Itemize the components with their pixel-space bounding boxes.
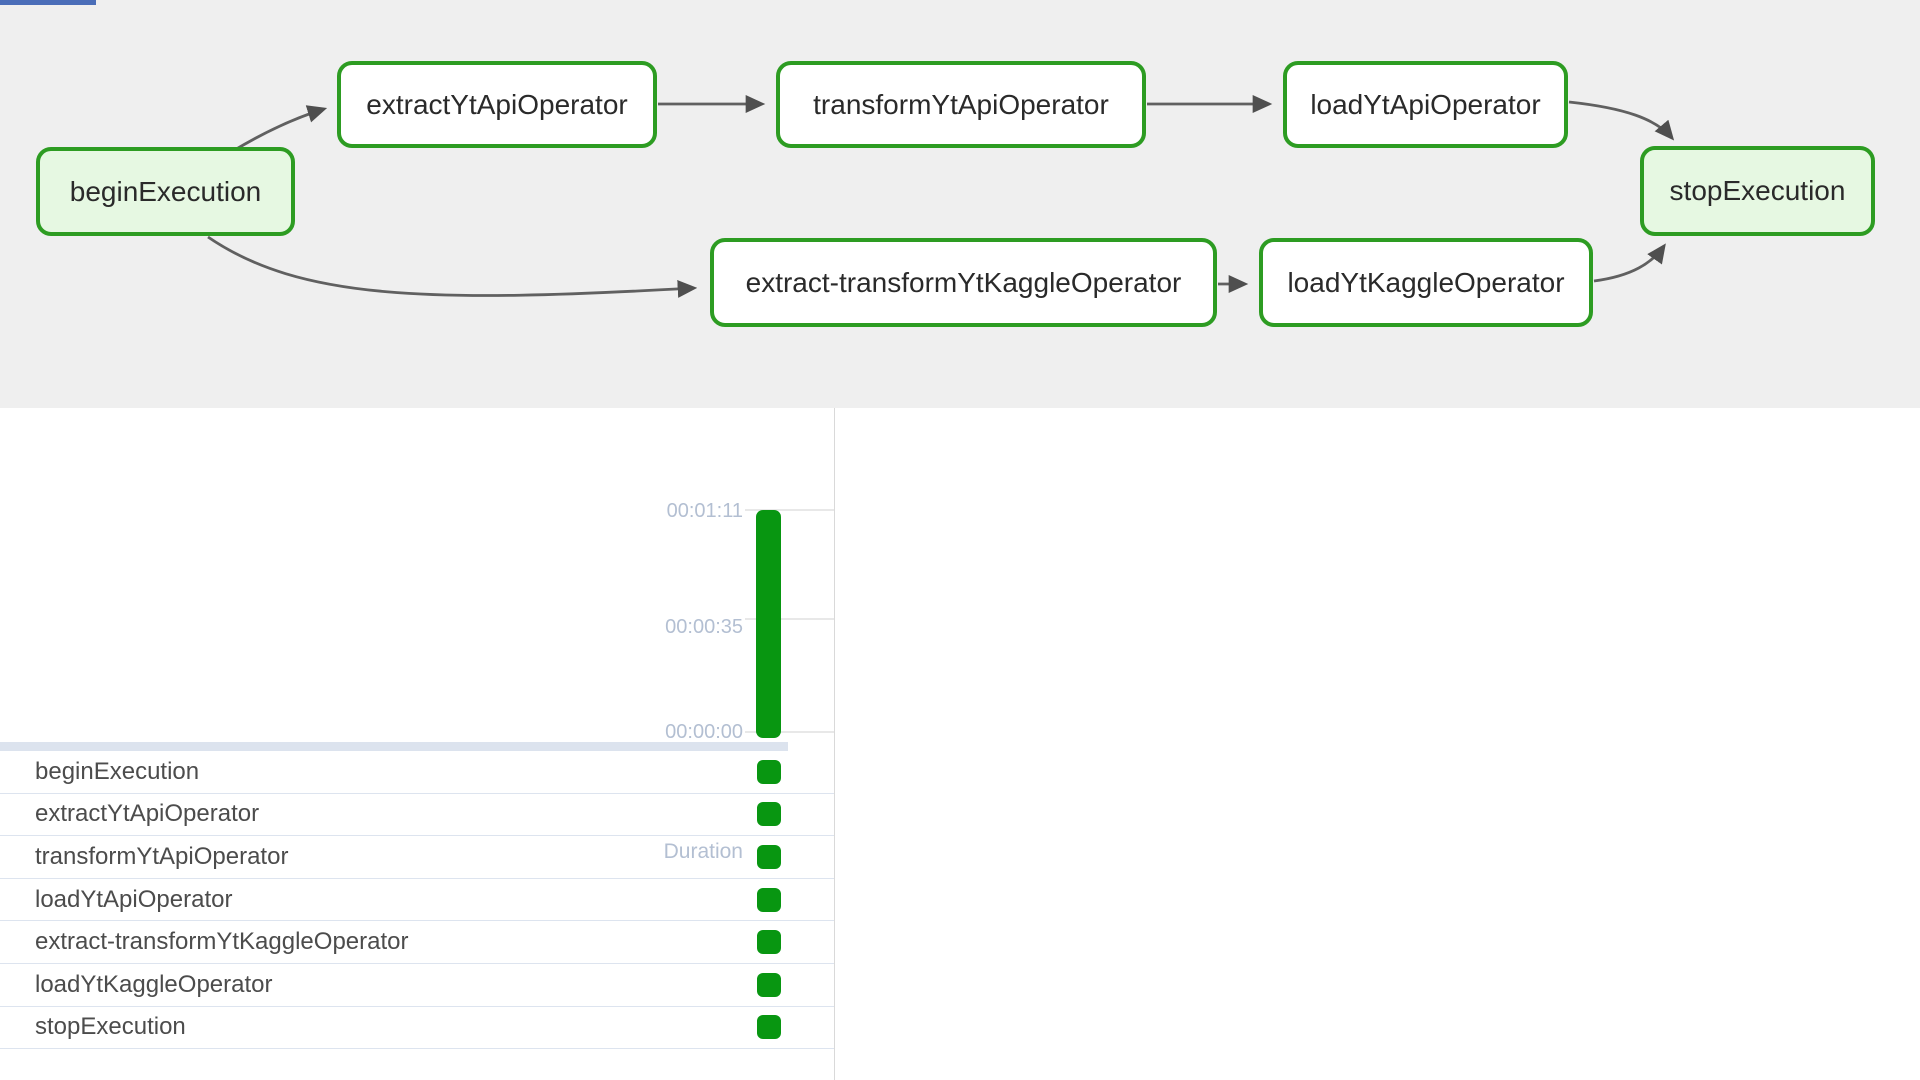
panel-divider <box>834 408 835 1080</box>
task-row: stopExecution <box>0 1007 834 1050</box>
task-label-loadYtKaggleOperator[interactable]: loadYtKaggleOperator <box>35 970 273 998</box>
dag-node-label: transformYtApiOperator <box>813 88 1109 120</box>
dag-edges <box>207 95 1675 298</box>
task-status-square-success[interactable] <box>757 759 781 784</box>
dag-node-loadYtApiOperator[interactable]: loadYtApiOperator <box>1283 61 1568 148</box>
duration-axis-tick: 00:00:00 <box>665 721 743 743</box>
dag-node-extract-transformYtKaggleOperator[interactable]: extract-transformYtKaggleOperator <box>710 238 1217 327</box>
duration-axis-tick: 00:00:35 <box>665 616 743 638</box>
dag-edge-loadYtApiOperator-to-stopExecution <box>1568 100 1675 141</box>
task-label-extract-transformYtKaggleOperator[interactable]: extract-transformYtKaggleOperator <box>35 928 409 956</box>
task-row: extract-transformYtKaggleOperator <box>0 921 834 964</box>
task-status-square-success[interactable] <box>757 887 781 912</box>
duration-axis-tick: 00:01:11 <box>666 500 743 522</box>
task-status-square-success[interactable] <box>757 1015 781 1040</box>
task-status-square-success[interactable] <box>757 930 781 955</box>
task-label-extractYtApiOperator[interactable]: extractYtApiOperator <box>35 800 260 828</box>
top-accent-bar <box>0 0 96 5</box>
dag-node-transformYtApiOperator[interactable]: transformYtApiOperator <box>776 61 1146 148</box>
task-status-square-success[interactable] <box>757 802 781 827</box>
task-row: loadYtKaggleOperator <box>0 964 834 1007</box>
task-label-loadYtApiOperator[interactable]: loadYtApiOperator <box>35 885 233 913</box>
dag-node-loadYtKaggleOperator[interactable]: loadYtKaggleOperator <box>1259 238 1593 327</box>
task-status-square-success[interactable] <box>757 844 781 869</box>
task-row: loadYtApiOperator <box>0 879 834 922</box>
dag-node-beginExecution[interactable]: beginExecution <box>36 147 295 236</box>
task-row: transformYtApiOperator <box>0 836 834 879</box>
task-row: extractYtApiOperator <box>0 794 834 837</box>
task-table-header-band <box>0 742 788 751</box>
dag-node-label: stopExecution <box>1669 175 1846 206</box>
duration-panel: Duration 00:01:11 00:00:35 00:00:00 beginE… <box>0 408 1920 1080</box>
dag-node-label: loadYtKaggleOperator <box>1287 266 1565 298</box>
duration-axis-title: Duration <box>663 840 743 863</box>
task-label-transformYtApiOperator[interactable]: transformYtApiOperator <box>35 842 289 870</box>
task-label-stopExecution[interactable]: stopExecution <box>35 1013 186 1041</box>
task-label-beginExecution[interactable]: beginExecution <box>35 757 200 785</box>
dag-node-stopExecution[interactable]: stopExecution <box>1640 146 1875 236</box>
duration-bar[interactable] <box>756 510 781 738</box>
dag-node-extractYtApiOperator[interactable]: extractYtApiOperator <box>337 61 657 148</box>
dag-node-label: beginExecution <box>69 175 262 207</box>
dag-edge-beginExecution-to-extractYtApiOperator <box>232 105 328 153</box>
gridline <box>745 509 834 511</box>
dag-graph-canvas[interactable]: beginExecution extractYtApiOperator transf… <box>0 0 1920 408</box>
dag-edge-loadYtKaggleOperator-to-stopExecution <box>1593 243 1666 283</box>
task-status-square-success[interactable] <box>757 972 781 997</box>
gridline <box>745 731 834 733</box>
dag-node-label: extract-transformYtKaggleOperator <box>745 266 1182 298</box>
gridline <box>745 618 834 620</box>
task-row: beginExecution <box>0 751 834 794</box>
dag-node-label: extractYtApiOperator <box>366 88 628 120</box>
dag-node-label: loadYtApiOperator <box>1310 88 1541 120</box>
task-list: beginExecution extractYtApiOperator transf… <box>0 751 834 1050</box>
dag-edge-beginExecution-to-extract-transformYtKaggleOperator <box>207 235 698 298</box>
